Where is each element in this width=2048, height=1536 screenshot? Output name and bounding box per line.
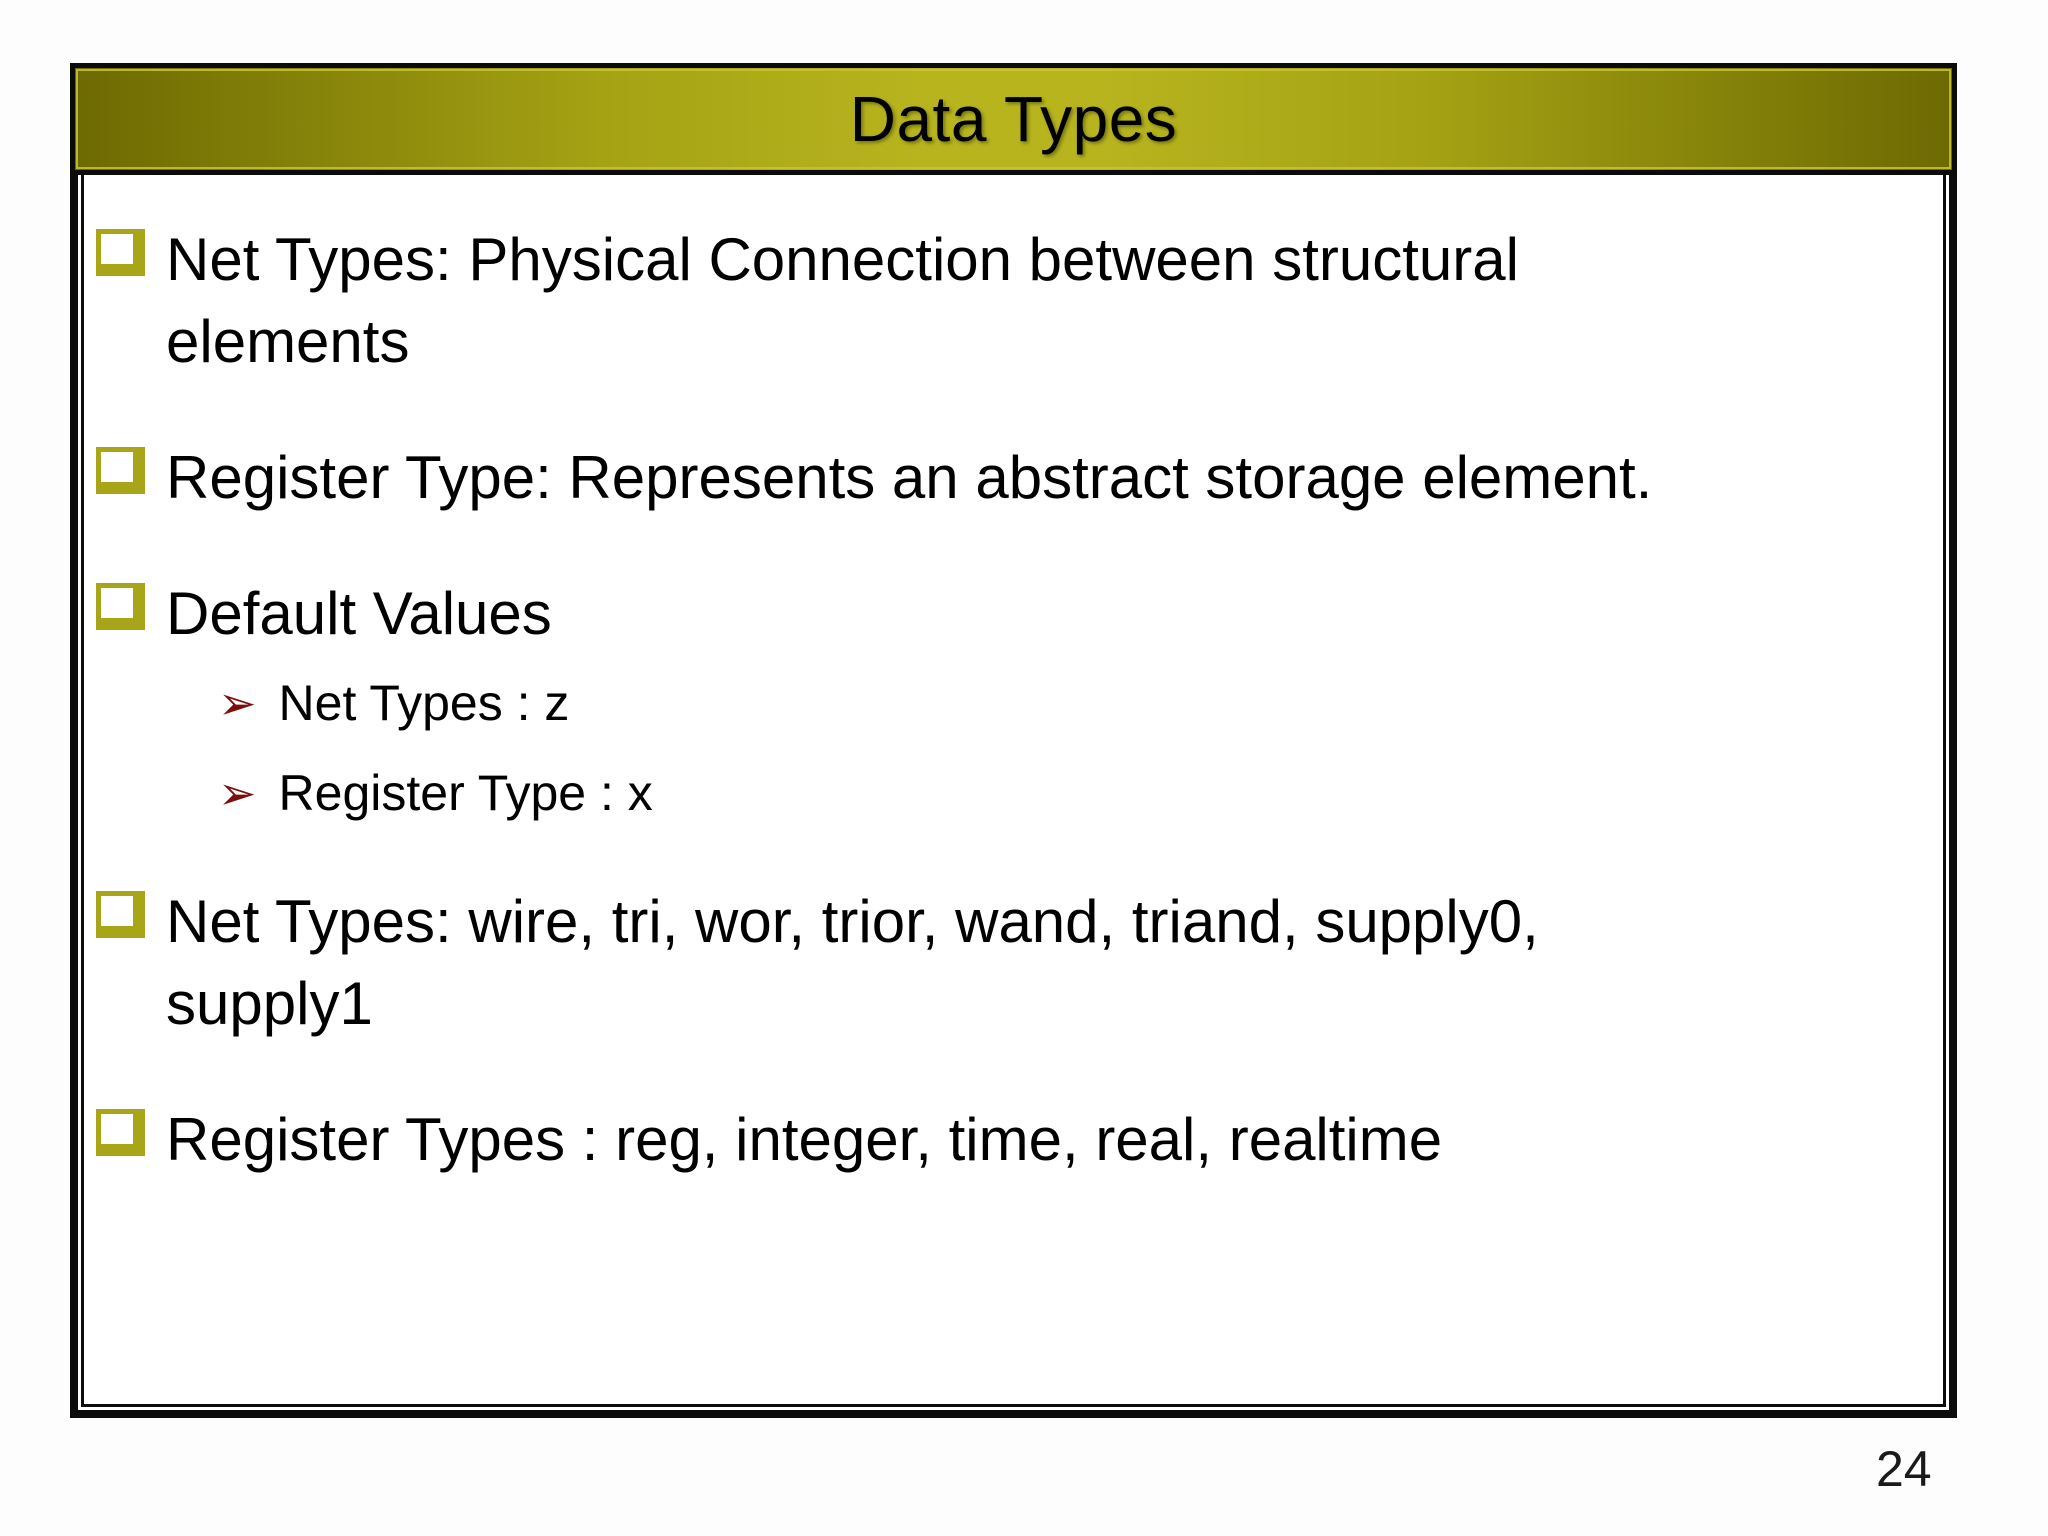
bullet-text: Default Values xyxy=(166,580,552,647)
bullet-row: Register Type: Represents an abstract st… xyxy=(96,437,1887,519)
bullet-row: Net Types: Physical Connection between s… xyxy=(96,219,1887,383)
bullet-item-register-type-def: Register Type: Represents an abstract st… xyxy=(96,437,1887,519)
bullet-row: Register Types : reg, integer, time, rea… xyxy=(96,1099,1887,1181)
bullet-text: Net Types: wire, tri, wor, trior, wand, … xyxy=(166,888,1539,1037)
bullet-row: Default Values xyxy=(96,573,1887,655)
bullet-marker-col xyxy=(96,219,166,276)
arrowhead-bullet-icon: ➢ xyxy=(218,766,257,820)
sub-bullet-register-type: ➢ Register Type : x xyxy=(218,759,1887,827)
bullet-marker-col xyxy=(96,1099,166,1156)
arrowhead-bullet-icon: ➢ xyxy=(218,676,257,730)
bullet-text: Register Type: Represents an abstract st… xyxy=(166,444,1653,511)
shadowed-square-bullet-icon xyxy=(96,1109,145,1156)
bullet-item-register-types-list: Register Types : reg, integer, time, rea… xyxy=(96,1099,1887,1181)
bullet-marker-col xyxy=(96,881,166,938)
bullet-item-net-types-list: Net Types: wire, tri, wor, trior, wand, … xyxy=(96,881,1887,1045)
title-bar: Data Types xyxy=(70,63,1957,175)
bullet-item-default-values: Default Values ➢ Net Types : z ➢ Registe… xyxy=(96,573,1887,827)
sub-bullet-text: Register Type : x xyxy=(278,765,653,821)
sub-bullet-list: ➢ Net Types : z ➢ Register Type : x xyxy=(218,669,1887,827)
shadowed-square-bullet-icon xyxy=(96,229,145,276)
slide-body: Net Types: Physical Connection between s… xyxy=(84,175,1943,1404)
slide-frame: Data Types Net Types: Physical Connectio… xyxy=(70,63,1957,1418)
shadowed-square-bullet-icon xyxy=(96,447,145,494)
bullet-marker-col xyxy=(96,573,166,630)
bullet-text: Register Types : reg, integer, time, rea… xyxy=(166,1106,1443,1173)
bullet-marker-col xyxy=(96,437,166,494)
page-title: Data Types xyxy=(849,83,1178,155)
bullet-row: Net Types: wire, tri, wor, trior, wand, … xyxy=(96,881,1887,1045)
sub-bullet-net-types: ➢ Net Types : z xyxy=(218,669,1887,737)
shadowed-square-bullet-icon xyxy=(96,583,145,630)
bullet-text: Net Types: Physical Connection between s… xyxy=(166,226,1519,375)
bullet-item-net-types-def: Net Types: Physical Connection between s… xyxy=(96,219,1887,383)
sub-bullet-text: Net Types : z xyxy=(278,675,570,731)
page-number: 24 xyxy=(1876,1441,1932,1497)
shadowed-square-bullet-icon xyxy=(96,891,145,938)
